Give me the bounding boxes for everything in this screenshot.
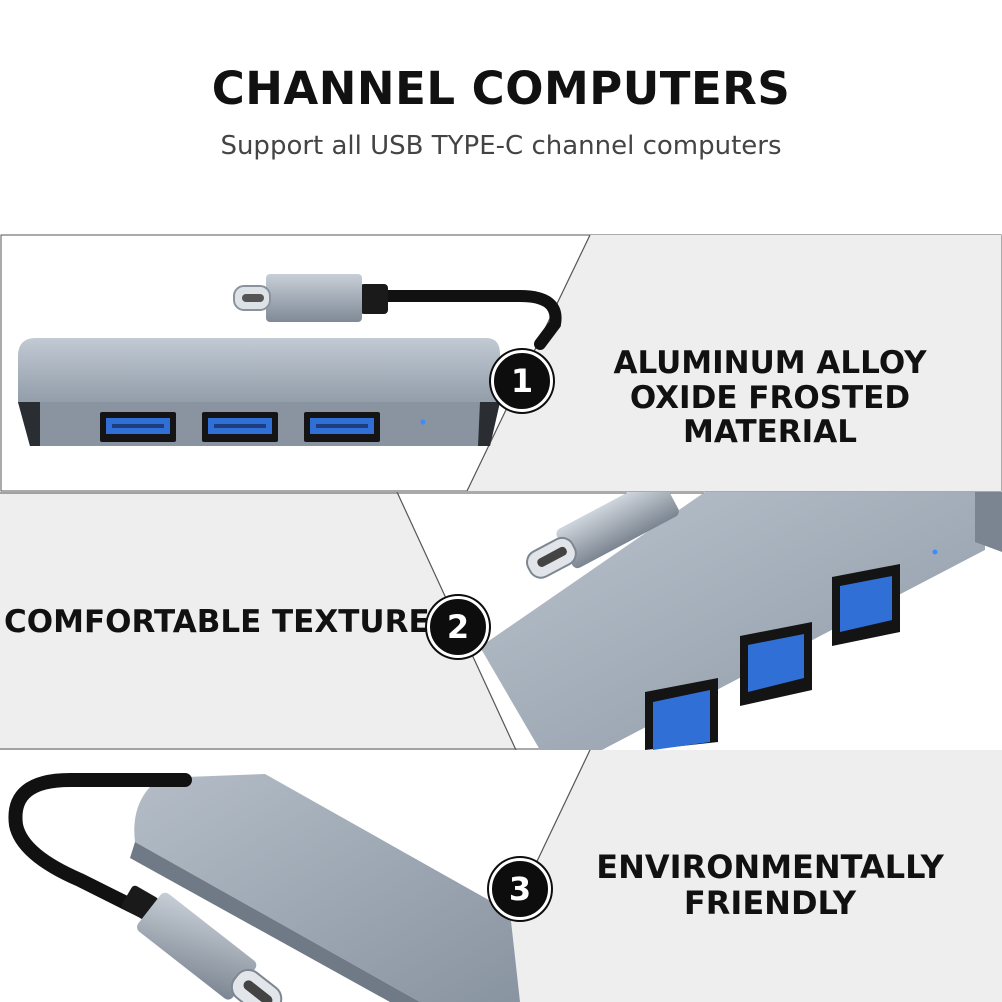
feature-panel-3: 3 ENVIRONMENTALLY FRIENDLY [0, 750, 1002, 1002]
feature-panel-1: 1 ALUMINUM ALLOY OXIDE FROSTED MATERIAL [0, 234, 1002, 492]
feature-label-1: ALUMINUM ALLOY OXIDE FROSTED MATERIAL [540, 346, 1000, 450]
page-title: CHANNEL COMPUTERS [211, 62, 791, 115]
hub-image-2 [0, 492, 1002, 750]
feature-number-badge-1: 1 [491, 350, 553, 412]
feature-label-1-line2: OXIDE FROSTED MATERIAL [629, 379, 911, 451]
feature-label-3: ENVIRONMENTALLY FRIENDLY [540, 848, 1000, 922]
feature-number-badge-3: 3 [489, 858, 551, 920]
feature-label-2: COMFORTABLE TEXTURE [4, 605, 434, 640]
usb-ports-angled [645, 564, 900, 750]
feature-number-badge-2: 2 [427, 596, 489, 658]
page-subtitle: Support all USB TYPE-C channel computers [220, 131, 782, 161]
feature-panel-2: COMFORTABLE TEXTURE 2 [0, 492, 1002, 750]
page-header: CHANNEL COMPUTERS Support all USB TYPE-C… [0, 0, 1002, 230]
feature-label-1-line1: ALUMINUM ALLOY [613, 345, 927, 381]
feature-label-3-line2: FRIENDLY [683, 883, 857, 922]
feature-label-3-line1: ENVIRONMENTALLY [596, 848, 944, 886]
usb-ports [100, 412, 380, 442]
hub-image-1 [0, 234, 1002, 492]
feature-label-2-line1: COMFORTABLE TEXTURE [4, 604, 430, 640]
